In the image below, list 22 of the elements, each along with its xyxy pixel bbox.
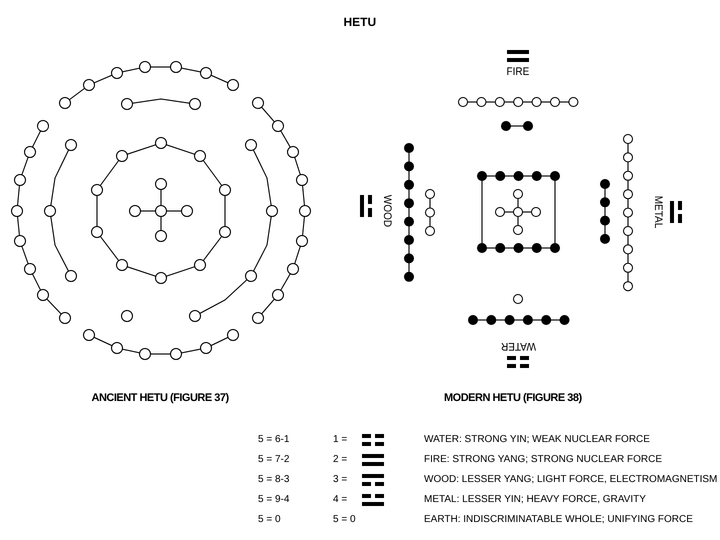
element-label: WOOD [380,194,392,228]
equation-text: 1 = [333,435,348,445]
equation-text: 2 = [333,455,348,465]
element-label: METAL [651,196,662,228]
figure-caption: ANCIENT HETU (FIGURE 37) [92,392,229,404]
element-label: FIRE [506,68,530,78]
equation-text: 5 = 0 [258,515,281,525]
equation-text: 5 = 6-1 [258,435,290,445]
equation-text: 5 = 7-2 [258,455,290,465]
element-label: WATER [500,340,536,350]
diagram-title: HETU [344,16,376,28]
description-text: METAL: LESSER YIN; HEAVY FORCE, GRAVITY [424,495,646,505]
equation-text: 3 = [333,475,348,485]
description-text: FIRE: STRONG YANG; STRONG NUCLEAR FORCE [424,455,662,465]
description-text: WATER: STRONG YIN; WEAK NUCLEAR FORCE [424,435,650,445]
description-text: EARTH: INDISCRIMINATABLE WHOLE; UNIFYING FORCE [424,515,693,525]
equation-text: 5 = 0 [333,515,356,525]
figure-caption: MODERN HETU (FIGURE 38) [444,392,582,404]
equation-text: 5 = 9-4 [258,495,290,505]
description-text: WOOD: LESSER YANG; LIGHT FORCE, ELECTROMAGNETISM [424,475,718,485]
equation-text: 4 = [333,495,348,505]
equation-text: 5 = 8-3 [258,475,290,485]
